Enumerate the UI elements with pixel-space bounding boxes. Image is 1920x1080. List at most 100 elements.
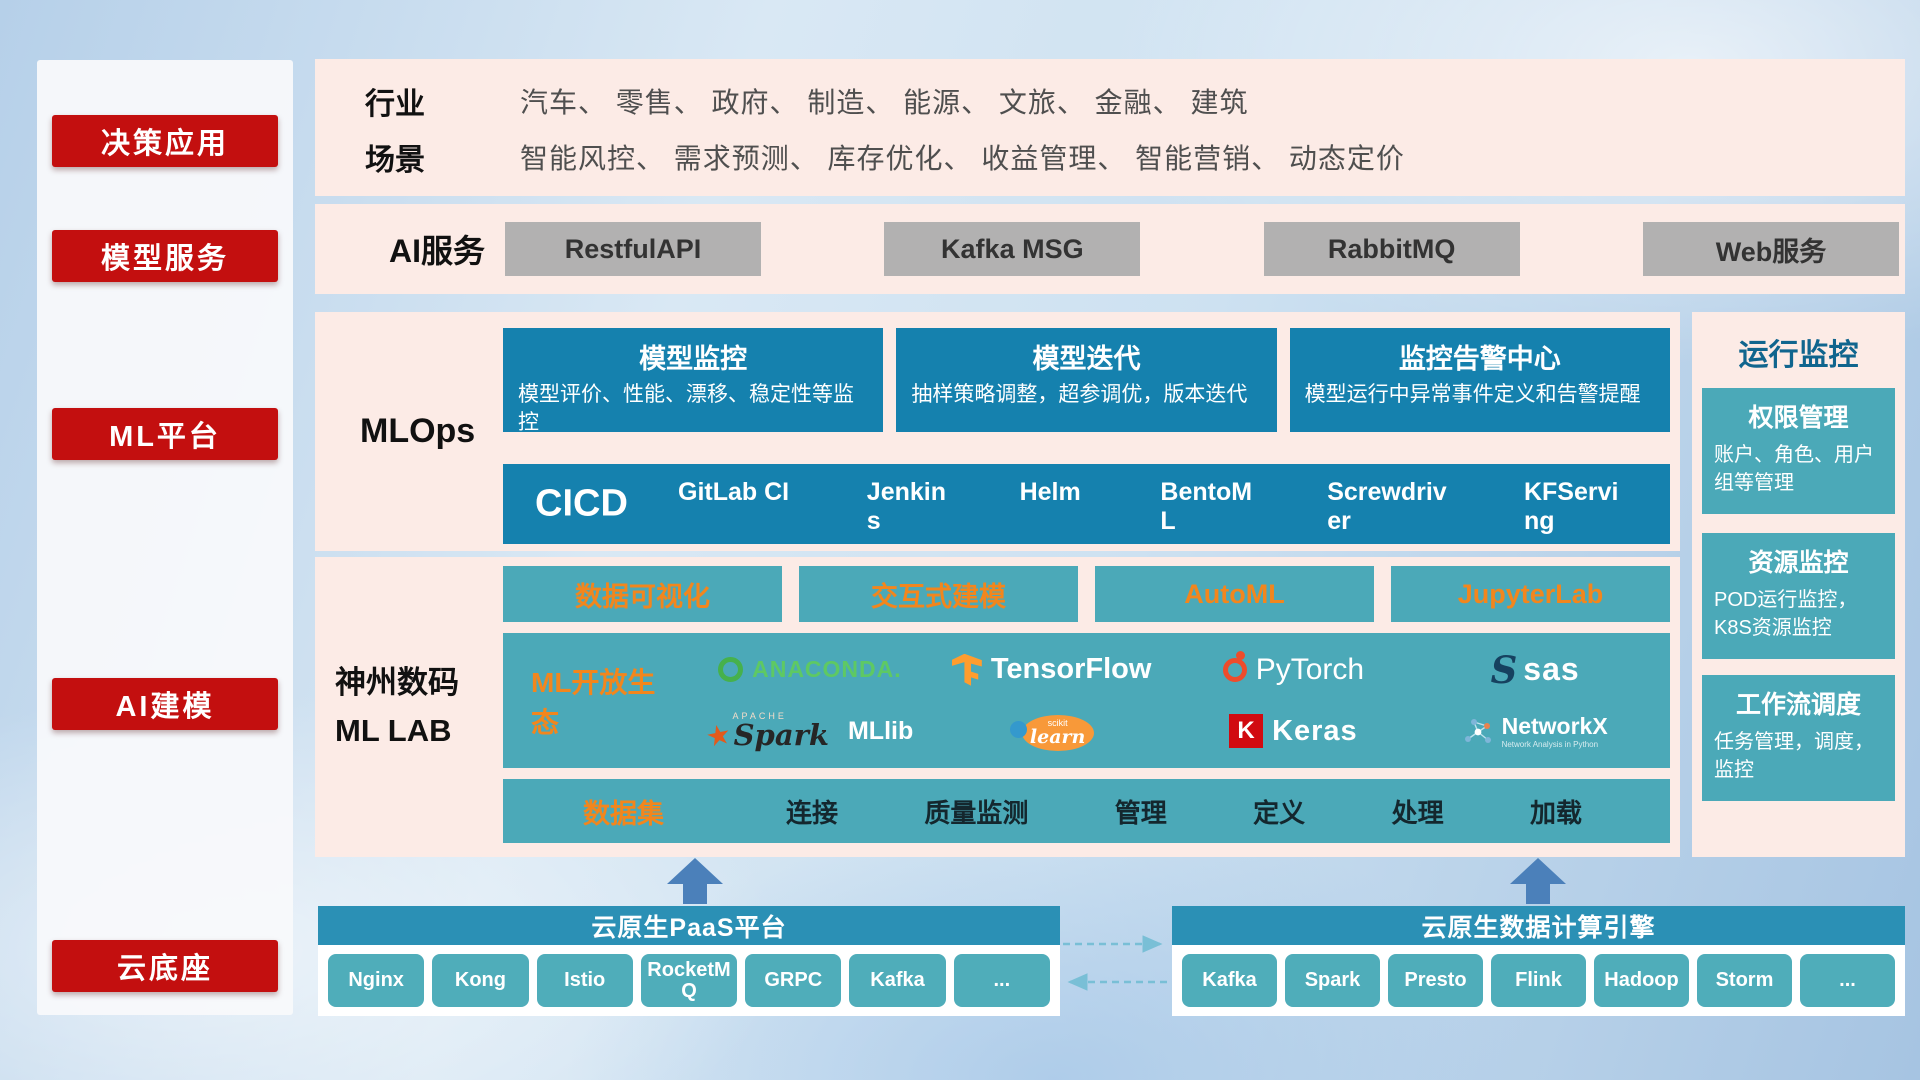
engine-chip-hadoop: Hadoop	[1594, 954, 1689, 1007]
ml-lab-label: 神州数码 ML LAB	[335, 557, 500, 857]
left-category-rail: 决策应用 模型服务 ML平台 AI建模 云底座	[37, 60, 293, 1015]
paas-components-strip: Nginx Kong Istio RocketMQ GRPC Kafka ...	[318, 945, 1060, 1016]
up-arrow-icon	[1510, 858, 1566, 904]
ml-lab-tools-row: 数据可视化 交互式建模 AutoML JupyterLab	[503, 566, 1670, 622]
dataset-process: 处理	[1391, 797, 1444, 828]
anaconda-logo: ANACONDA.	[718, 656, 902, 683]
engine-chip-more: ...	[1800, 954, 1895, 1007]
cicd-kfserving: KFServing	[1523, 478, 1619, 535]
cicd-items: GitLab CI Jenkins Helm BentoML Screwdriv…	[678, 478, 1630, 536]
data-engine-components-strip: Kafka Spark Presto Flink Hadoop Storm ..…	[1172, 945, 1905, 1016]
ml-lab-panel: 神州数码 ML LAB 数据可视化 交互式建模 AutoML JupyterLa…	[315, 557, 1680, 857]
industry-value: 汽车、 零售、 政府、 制造、 能源、 文旅、 金融、 建筑	[520, 87, 1249, 118]
scikit-learn-blob-icon: scikit learn	[1021, 715, 1094, 752]
cicd-jenkins: Jenkins	[866, 478, 946, 535]
mllib-label: MLlib	[847, 716, 914, 745]
engine-chip-kafka: Kafka	[1182, 954, 1277, 1007]
industry-row: 行业 汽车、 零售、 政府、 制造、 能源、 文旅、 金融、 建筑	[365, 75, 1905, 127]
model-monitoring-card: 模型监控 模型评价、性能、漂移、稳定性等监控	[503, 328, 884, 434]
service-restfulapi: RestfulAPI	[505, 222, 761, 276]
spark-star-icon: ★	[703, 717, 735, 754]
networkx-logo: NetworkX Network Analysis in Python	[1463, 713, 1608, 749]
ml-lab-label-line1: 神州数码	[335, 664, 459, 700]
card-desc: 模型评价、性能、漂移、稳定性等监控	[518, 383, 854, 434]
data-engine-header: 云原生数据计算引擎	[1172, 906, 1905, 945]
mlops-cards: 模型监控 模型评价、性能、漂移、稳定性等监控 模型迭代 抽样策略调整，超参调优，…	[503, 328, 1670, 434]
scenario-value: 智能风控、 需求预测、 库存优化、 收益管理、 智能营销、 动态定价	[520, 143, 1405, 174]
mlops-label: MLOps	[360, 412, 476, 450]
spark-mllib-logo: APACHE ★ Spark MLlib	[703, 711, 914, 754]
ml-open-ecosystem-block: ML开放生态 ANACONDA. TensorFlow PyTorch S sa…	[503, 633, 1670, 768]
card-title: 监控告警中心	[1398, 344, 1561, 374]
category-model-service: 模型服务	[52, 230, 278, 282]
scenario-row: 场景 智能风控、 需求预测、 库存优化、 收益管理、 智能营销、 动态定价	[365, 131, 1905, 183]
ecosystem-logo-grid: ANACONDA. TensorFlow PyTorch S sas APACH…	[675, 633, 1670, 768]
service-kafka-msg: Kafka MSG	[884, 222, 1141, 276]
cicd-helm: Helm	[1019, 478, 1081, 506]
dataset-row: 数据集 连接 质量监测 管理 定义 处理 加载	[503, 779, 1670, 843]
cicd-label: CICD	[535, 482, 628, 525]
category-ml-platform: ML平台	[52, 408, 278, 460]
category-decision-apps: 决策应用	[52, 115, 278, 167]
dataset-items: 连接 质量监测 管理 定义 处理 加载	[758, 793, 1670, 830]
tool-interactive-modeling: 交互式建模	[799, 566, 1078, 622]
service-web: Web服务	[1642, 222, 1899, 276]
ai-service-panel: AI服务 RestfulAPI Kafka MSG RabbitMQ Web服务	[315, 204, 1905, 294]
sas-logo: S sas	[1490, 647, 1580, 692]
industry-label: 行业	[365, 88, 425, 121]
category-cloud-base: 云底座	[52, 940, 278, 992]
engine-chip-flink: Flink	[1491, 954, 1586, 1007]
tensorflow-logo: TensorFlow	[951, 653, 1151, 686]
dataset-quality: 质量监测	[924, 797, 1029, 828]
anaconda-ring-icon	[718, 657, 744, 683]
engine-chip-presto: Presto	[1388, 954, 1483, 1007]
dashed-flow-arrows-icon	[1063, 935, 1167, 991]
paas-chip-grpc: GRPC	[745, 954, 842, 1007]
workflow-scheduling-card: 工作流调度 任务管理，调度，监控	[1702, 675, 1895, 801]
up-arrow-icon	[667, 858, 723, 904]
paas-chip-rocketmq: RocketMQ	[640, 954, 738, 1007]
dataset-manage: 管理	[1114, 797, 1167, 828]
run-monitoring-title: 运行监控	[1738, 339, 1859, 372]
card-desc: 抽样策略调整，超参调优，版本迭代	[911, 383, 1248, 406]
dataset-define: 定义	[1253, 797, 1306, 828]
run-monitoring-panel: 运行监控 权限管理 账户、角色、用户组等管理 资源监控 POD运行监控，K8S资…	[1692, 312, 1905, 857]
alert-center-card: 监控告警中心 模型运行中异常事件定义和告警提醒	[1289, 328, 1670, 432]
paas-chip-more: ...	[953, 954, 1050, 1007]
ml-lab-label-line2: ML LAB	[335, 713, 452, 748]
engine-chip-spark: Spark	[1285, 954, 1380, 1007]
cicd-bentoml: BentoML	[1160, 478, 1253, 535]
ai-service-label: AI服务	[389, 233, 486, 269]
service-rabbitmq: RabbitMQ	[1263, 222, 1520, 276]
category-ai-modeling: AI建模	[52, 678, 278, 730]
paas-platform-header: 云原生PaaS平台	[318, 906, 1060, 945]
pytorch-logo: PyTorch	[1222, 650, 1364, 687]
paas-chip-istio: Istio	[536, 954, 633, 1007]
tool-data-visualization: 数据可视化	[503, 566, 782, 622]
tool-automl: AutoML	[1095, 566, 1374, 622]
pytorch-flame-icon	[1222, 650, 1247, 682]
industry-scenario-panel: 行业 汽车、 零售、 政府、 制造、 能源、 文旅、 金融、 建筑 场景 智能风…	[315, 59, 1905, 196]
dataset-label: 数据集	[583, 798, 664, 829]
cicd-gitlab-ci: GitLab CI	[678, 478, 790, 506]
scikit-learn-dot-icon	[1009, 721, 1027, 739]
paas-chip-nginx: Nginx	[328, 954, 425, 1007]
networkx-graph-icon	[1464, 719, 1491, 744]
keras-k-icon: K	[1229, 714, 1264, 749]
paas-chip-kong: Kong	[432, 954, 529, 1007]
dataset-connect: 连接	[786, 797, 839, 828]
dataset-load: 加载	[1529, 797, 1582, 828]
scenario-label: 场景	[365, 144, 425, 177]
keras-logo: K Keras	[1229, 714, 1358, 749]
card-desc: 模型运行中异常事件定义和告警提醒	[1304, 383, 1641, 406]
ml-open-ecosystem-label: ML开放生态	[531, 666, 656, 738]
permission-management-card: 权限管理 账户、角色、用户组等管理	[1702, 388, 1895, 514]
engine-chip-storm: Storm	[1697, 954, 1792, 1007]
tool-jupyterlab: JupyterLab	[1391, 566, 1670, 622]
ai-service-buttons: RestfulAPI Kafka MSG RabbitMQ Web服务	[505, 222, 1899, 276]
scikit-learn-logo: scikit learn	[1009, 709, 1094, 753]
card-title: 模型监控	[639, 344, 748, 374]
cicd-bar: CICD GitLab CI Jenkins Helm BentoML Scre…	[503, 464, 1670, 544]
resource-monitoring-card: 资源监控 POD运行监控，K8S资源监控	[1702, 533, 1895, 659]
tensorflow-icon	[951, 653, 982, 686]
